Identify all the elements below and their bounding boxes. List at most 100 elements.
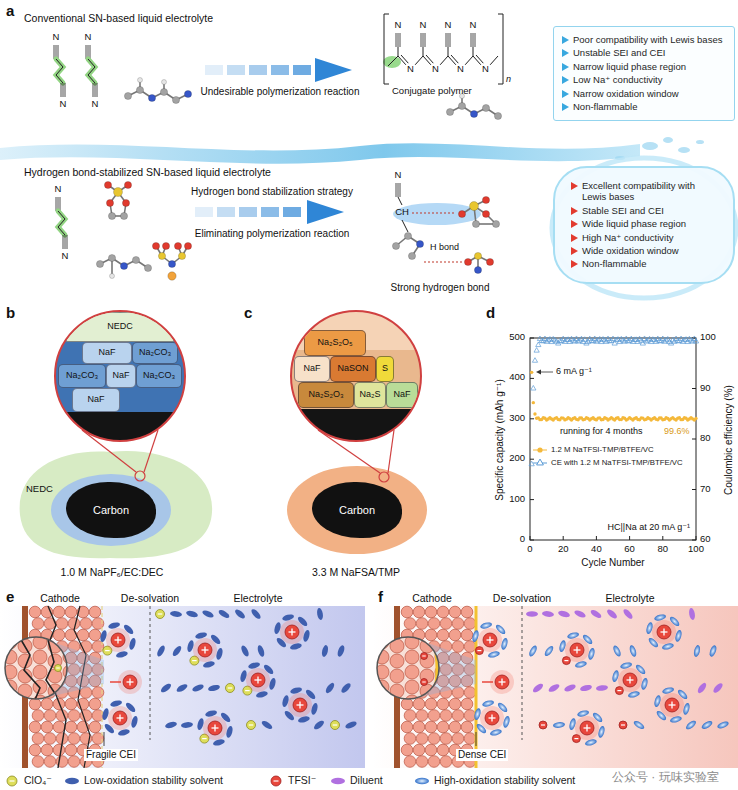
ellipse-shape [642, 142, 658, 150]
circle-shape [108, 212, 115, 219]
line-shape [422, 681, 426, 682]
atom-label: N [53, 32, 60, 43]
line-shape [446, 33, 447, 47]
line-shape [415, 56, 423, 65]
property-item: Low Na⁺ conductivity [562, 74, 728, 85]
ellipse-shape [171, 645, 183, 658]
line-shape [396, 183, 397, 197]
circle-shape [416, 618, 428, 630]
property-box: Excellent compatibility with Lewis bases… [553, 166, 735, 284]
zoom-spot [135, 471, 145, 481]
compound-patch: Na₂CO₃ [136, 364, 182, 388]
compound-label: Na₂CO₃ [66, 371, 98, 381]
tick-label: 70 [700, 484, 711, 495]
property-text: Low Na⁺ conductivity [573, 74, 663, 85]
circle-shape [485, 711, 499, 725]
ellipse-shape [580, 684, 593, 692]
property-text: Poor compatibility with Lewis bases [573, 34, 722, 45]
polymer-highlight [383, 56, 401, 68]
rect-shape [0, 606, 365, 768]
circle-shape [404, 733, 416, 745]
polygon-shape [315, 58, 352, 82]
compound-label: NaSON [337, 364, 368, 374]
ellipse-shape [696, 682, 708, 695]
ellipse-shape [340, 682, 352, 695]
rect-shape [261, 207, 279, 217]
circle-shape [461, 698, 473, 710]
ellipse-shape [612, 644, 622, 657]
panel-letter: d [486, 304, 495, 321]
circle-shape [390, 669, 404, 683]
tick-label: 20 [558, 544, 569, 555]
line-shape [541, 724, 545, 725]
circle-shape [404, 756, 416, 768]
property-item: Narrow oxidation window [562, 88, 728, 99]
circle-shape [56, 618, 68, 630]
legend-sample [4, 775, 20, 787]
circle-shape [148, 94, 155, 101]
atom-label: N [85, 32, 92, 43]
ellipse-shape [316, 608, 324, 621]
bullet-marker [562, 36, 569, 44]
circle-shape [108, 706, 132, 730]
legend-text: Low-oxidation stability solvent [84, 775, 223, 787]
circle-shape [404, 232, 411, 239]
circle-shape [464, 258, 471, 265]
ellipse-shape [696, 140, 704, 144]
ellipse-shape [532, 682, 545, 694]
line-shape [299, 702, 300, 709]
hbond-highlight [393, 203, 481, 225]
line-shape [129, 679, 130, 686]
circle-shape [483, 633, 497, 647]
circle-shape [53, 744, 65, 756]
compound-patch: NaF [82, 342, 132, 364]
circle-shape [114, 188, 123, 197]
bullet-marker [571, 182, 578, 190]
circle-shape [413, 698, 425, 710]
circle-shape [425, 744, 437, 756]
property-text: Stable SEI and CEI [582, 205, 664, 216]
line-shape [401, 55, 408, 63]
line-shape [621, 724, 625, 725]
circle-shape [492, 220, 499, 227]
compound-label: Na₂S [359, 390, 380, 400]
circle-shape [416, 710, 428, 722]
circle-shape [32, 756, 44, 768]
circle-shape [428, 710, 440, 722]
circle-shape [530, 371, 533, 374]
legend-text: Diluent [350, 775, 383, 787]
line-shape [471, 33, 472, 47]
compound-label: NaF [303, 364, 320, 374]
circle-shape [178, 252, 185, 259]
property-item: Narrow liquid phase region [562, 61, 728, 72]
atom-label: N [407, 64, 414, 75]
line-shape [596, 536, 597, 540]
circle-shape [575, 716, 599, 740]
circle-shape [106, 628, 130, 652]
circle-shape [449, 606, 461, 618]
atom-label: N [55, 184, 62, 195]
compound-patch: S [376, 356, 394, 382]
circle-shape [416, 240, 423, 247]
circle-shape [247, 721, 256, 730]
compound-label: NEDC [107, 322, 133, 332]
circle-shape [285, 625, 299, 639]
line-shape [65, 83, 66, 97]
circle-shape [401, 721, 413, 733]
circle-shape [533, 412, 536, 415]
circle-shape [428, 756, 440, 768]
panel-letter: c [244, 304, 252, 321]
ellipse-shape [628, 644, 637, 657]
circle-shape [32, 733, 44, 745]
path-shape [532, 358, 537, 363]
circle-shape [41, 721, 53, 733]
line-shape [65, 235, 66, 249]
bond-label: H bond [430, 242, 459, 252]
rect-shape [205, 65, 223, 75]
tick-label: 500 [509, 332, 525, 343]
circle-shape [425, 698, 437, 710]
line-shape [489, 637, 490, 644]
tick-label: 60 [624, 544, 635, 555]
circle-shape [437, 744, 449, 756]
